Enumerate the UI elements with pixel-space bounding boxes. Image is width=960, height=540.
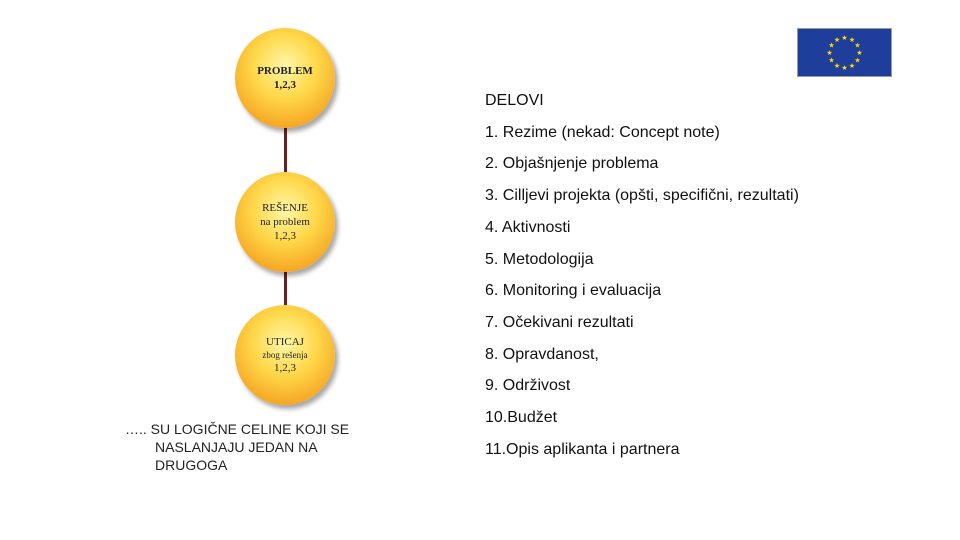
flag-star: ★ — [828, 42, 834, 50]
solution-node: REŠENJE na problem 1,2,3 — [235, 172, 335, 272]
list-item-10: 10.Budžet — [485, 409, 558, 426]
flag-star: ★ — [849, 36, 855, 44]
impact-node-numbers: 1,2,3 — [274, 362, 296, 374]
list-item-5: 5. Metodologija — [485, 251, 594, 268]
solution-node-title: REŠENJE — [262, 202, 308, 214]
flag-star: ★ — [828, 57, 834, 65]
list-item-3: 3. Cilljevi projekta (opšti, specifični,… — [485, 187, 799, 204]
list-item-6: 6. Monitoring i evaluacija — [485, 282, 662, 299]
problem-node-title: PROBLEM — [257, 65, 313, 77]
flag-star: ★ — [849, 62, 855, 70]
list-title: DELOVI — [485, 92, 544, 109]
flag-star: ★ — [834, 36, 840, 44]
list-item-11: 11.Opis aplikanta i partnera — [485, 441, 680, 458]
flag-star: ★ — [834, 62, 840, 70]
list-item-9: 9. Održivost — [485, 377, 571, 394]
list-item-1: 1. Rezime (nekad: Concept note) — [485, 124, 720, 141]
flag-star: ★ — [854, 42, 860, 50]
flag-star: ★ — [856, 49, 862, 57]
eu-flag-icon: ★★★★★★★★★★★★ — [797, 28, 892, 77]
impact-node: UTICAJ zbog rešenja 1,2,3 — [235, 305, 335, 405]
list-item-7: 7. Očekivani rezultati — [485, 314, 634, 331]
eu-flag-stars: ★★★★★★★★★★★★ — [826, 34, 862, 72]
connector-line-2 — [284, 262, 287, 310]
flag-star: ★ — [841, 34, 847, 42]
solution-node-numbers: 1,2,3 — [274, 230, 296, 242]
logic-note-line-1: ….. SU LOGIČNE CELINE KOJI SE — [125, 421, 350, 437]
impact-node-subtitle: zbog rešenja — [262, 350, 308, 360]
flag-star: ★ — [854, 57, 860, 65]
solution-node-subtitle: na problem — [260, 216, 310, 228]
problem-node-numbers: 1,2,3 — [274, 79, 296, 91]
list-item-2: 2. Objašnjenje problema — [485, 155, 659, 172]
logic-note: ….. SU LOGIČNE CELINE KOJI SE NASLANJAJU… — [125, 420, 405, 474]
list-item-4: 4. Aktivnosti — [485, 219, 571, 236]
logic-note-line-3: DRUGOGA — [155, 457, 228, 473]
connector-line-1 — [284, 118, 287, 178]
logic-note-line-2: NASLANJAJU JEDAN NA — [155, 439, 318, 455]
flag-star: ★ — [826, 49, 832, 57]
impact-node-title: UTICAJ — [266, 336, 304, 348]
problem-node: PROBLEM 1,2,3 — [235, 28, 335, 128]
flag-star: ★ — [841, 64, 847, 72]
list-item-8: 8. Opravdanost, — [485, 346, 599, 363]
